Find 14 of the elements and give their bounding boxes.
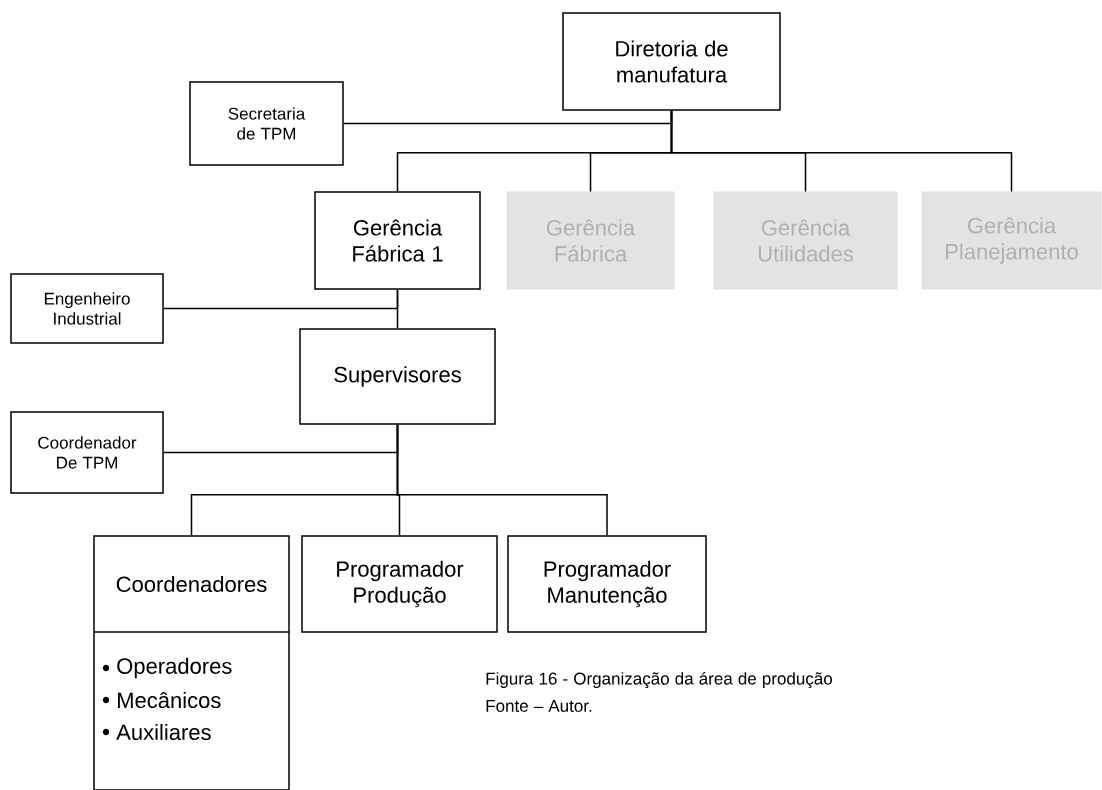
org-box: Coordenador De TPM bbox=[10, 411, 164, 494]
org-box: Secretaria de TPM bbox=[189, 81, 344, 166]
org-box: Coordenadores Operadores Mecânicos Auxiliares bbox=[93, 535, 290, 790]
org-box: Gerência Fábrica 1 bbox=[314, 191, 481, 290]
org-box: Programador Manutenção bbox=[507, 535, 707, 633]
org-box: Supervisores bbox=[299, 328, 496, 425]
connector-line bbox=[396, 424, 608, 536]
source-note: Fonte – Autor. bbox=[486, 700, 592, 712]
caption: Figura 16 - Organização da área de produção bbox=[486, 671, 832, 689]
org-box: Diretoria de manufatura bbox=[562, 12, 781, 111]
org-box: Engenheiro Industrial bbox=[10, 273, 164, 344]
connector-line bbox=[396, 289, 399, 329]
connector-line bbox=[670, 110, 1013, 193]
org-box: Programador Produção bbox=[301, 535, 498, 633]
